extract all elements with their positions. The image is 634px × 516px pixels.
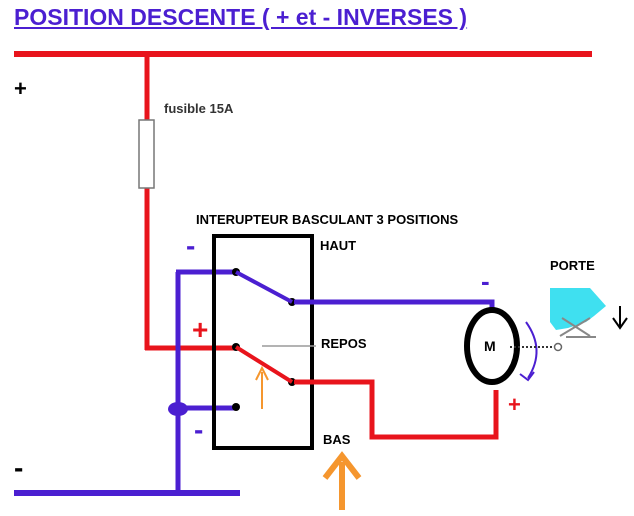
- repos-label: REPOS: [321, 336, 367, 351]
- motor-label: M: [484, 338, 496, 354]
- switch-blade-negative: [235, 270, 293, 304]
- rocker-switch-box: [212, 234, 314, 450]
- supply-minus-sign: -: [14, 452, 24, 483]
- bas-label: BAS: [323, 432, 351, 447]
- rotation-arrow-head: [519, 371, 535, 382]
- diagram-title: POSITION DESCENTE ( + et - INVERSES ): [14, 4, 468, 30]
- switch-mid-plus-sign: +: [192, 314, 209, 345]
- fuse: [138, 119, 155, 189]
- rotation-arrow: [525, 321, 538, 379]
- switch-bottom-minus-sign: -: [194, 414, 204, 445]
- haut-label: HAUT: [320, 238, 357, 253]
- motor-top-minus-sign: -: [481, 266, 490, 296]
- motor: [464, 307, 520, 385]
- motor-positive-wire: [294, 379, 499, 440]
- door-scissor-b: [559, 317, 591, 337]
- toggle-direction-arrow-head: [255, 365, 269, 381]
- switch-label: INTERUPTEUR BASCULANT 3 POSITIONS: [196, 212, 459, 227]
- fuse-label: fusible 15A: [164, 101, 234, 116]
- linkage-pivot: [553, 342, 563, 352]
- porte-label: PORTE: [550, 258, 595, 273]
- motor-negative-wire: [294, 299, 495, 316]
- door-shape: [550, 288, 606, 330]
- switch-top-minus-sign: -: [186, 230, 196, 261]
- negative-junction: [168, 402, 188, 416]
- supply-plus-sign: +: [14, 76, 27, 101]
- door-down-arrow-head: [612, 317, 628, 330]
- switch-blade-positive: [234, 345, 294, 384]
- contact-bottom-left: [232, 403, 240, 411]
- bas-arrow-head: [322, 451, 362, 480]
- motor-bottom-plus-sign: +: [508, 392, 521, 417]
